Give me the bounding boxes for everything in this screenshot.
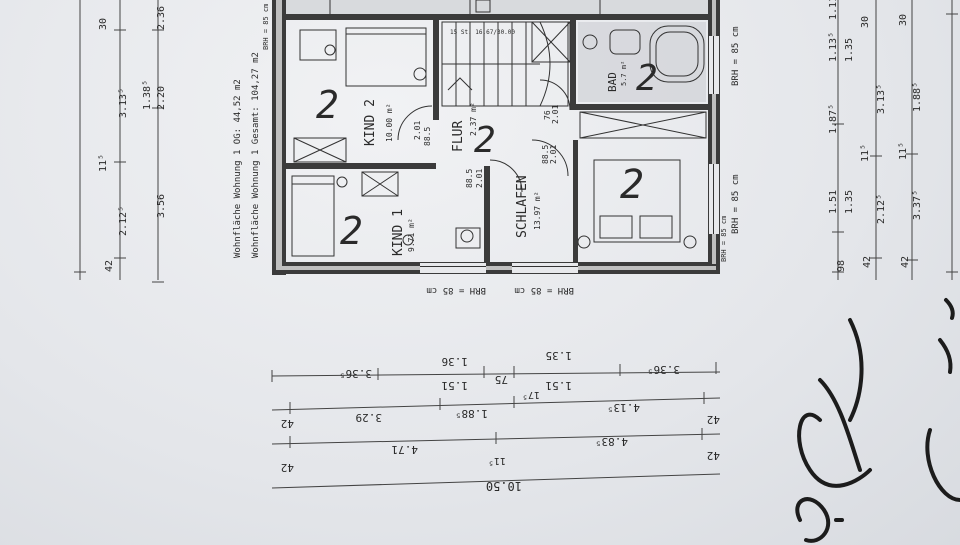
kind1-area: 9.71 m²	[407, 218, 416, 252]
svg-text:1.38⁵: 1.38⁵	[142, 80, 153, 110]
svg-text:BRH = 85 cm: BRH = 85 cm	[731, 174, 741, 234]
left-dims: 42 2.12⁵ 11⁵ 3.13⁵ 30 3.56 1.38⁵ 2.20 2.…	[74, 0, 167, 283]
svg-text:BRH = 85 cm: BRH = 85 cm	[262, 4, 270, 50]
bad-name: BAD	[606, 72, 619, 92]
svg-text:88.5: 88.5	[541, 145, 550, 164]
svg-text:3.13⁵: 3.13⁵	[118, 88, 129, 118]
svg-text:42: 42	[281, 417, 294, 430]
svg-text:1.35: 1.35	[546, 349, 573, 362]
inner-walls	[286, 0, 708, 262]
svg-text:4.71: 4.71	[392, 443, 419, 456]
kind2-furniture	[293, 27, 427, 163]
svg-text:42: 42	[862, 256, 873, 268]
svg-text:2.20: 2.20	[156, 86, 167, 110]
kind2-name: KIND 2	[363, 99, 378, 146]
svg-text:30: 30	[860, 16, 871, 28]
svg-text:4.13⁵: 4.13⁵	[607, 401, 640, 414]
brh-labels: BRH = 85 cm BRH = 85 cm BRH = 85 cm BRH …	[262, 4, 741, 295]
svg-text:BRH = 85 cm: BRH = 85 cm	[426, 285, 486, 295]
svg-text:11⁵: 11⁵	[860, 144, 871, 162]
schlafen-area: 13.97 m²	[533, 191, 542, 230]
summary-line2: Wohnfläche Wohnung 1 Gesamt: 104,27 m2	[251, 52, 261, 258]
svg-text:1.51: 1.51	[828, 190, 839, 214]
svg-text:42: 42	[281, 461, 294, 474]
svg-text:BRH = 85 cm: BRH = 85 cm	[731, 26, 741, 86]
svg-text:2.12⁵: 2.12⁵	[876, 194, 887, 224]
svg-text:4.83⁵: 4.83⁵	[595, 435, 628, 448]
room-labels: KIND 2 10.00 m² KIND 1 9.71 m² FLUR 2.37…	[363, 61, 628, 256]
svg-text:3.37⁵: 3.37⁵	[912, 190, 923, 220]
bad-persons: 2	[636, 58, 658, 99]
svg-text:1.51: 1.51	[442, 379, 469, 392]
svg-text:1.36: 1.36	[442, 355, 469, 368]
svg-text:1.35: 1.35	[844, 38, 855, 62]
svg-text:42: 42	[707, 413, 720, 426]
svg-text:42: 42	[900, 256, 911, 268]
svg-text:17⁵: 17⁵	[522, 389, 540, 400]
flur-name: FLUR	[451, 121, 466, 152]
svg-text:2.01: 2.01	[413, 121, 422, 140]
summary-line1: Wohnfläche Wohnung 1 OG: 44,52 m2	[233, 79, 243, 258]
flur-area: 2.37 m²	[469, 102, 478, 136]
svg-text:1.13⁵: 1.13⁵	[828, 32, 839, 62]
handwritten-signature	[795, 298, 960, 543]
stairs	[441, 21, 569, 107]
svg-text:30: 30	[98, 18, 109, 30]
svg-text:2.01: 2.01	[549, 145, 558, 164]
svg-text:11⁵: 11⁵	[898, 142, 909, 160]
svg-text:1.35: 1.35	[844, 190, 855, 214]
kind1-name: KIND 1	[391, 209, 406, 256]
stairs-label: 15 St. 16.67/30.00	[450, 29, 515, 36]
svg-text:42: 42	[707, 449, 720, 462]
handwritten-marks: 2 2 2 2 2	[316, 58, 658, 253]
kind1-persons: 2	[340, 209, 363, 253]
svg-text:3.56: 3.56	[156, 194, 167, 218]
svg-text:3.36⁵: 3.36⁵	[339, 367, 372, 380]
svg-text:2.01: 2.01	[551, 105, 560, 124]
svg-text:42: 42	[104, 260, 115, 272]
right-dims: 98 1.51 1.87⁵ 1.13⁵ 1.11 1.35 1.35 42 2.…	[828, 0, 958, 280]
bottom-dims: 3.36⁵ 1.35 1.51 75 1.51 1.36 3.36⁵ 42 4.…	[271, 349, 721, 493]
svg-text:3.29: 3.29	[356, 411, 383, 424]
svg-text:2.36: 2.36	[156, 6, 167, 30]
svg-text:2.12⁵: 2.12⁵	[118, 206, 129, 236]
svg-text:11⁵: 11⁵	[98, 154, 109, 172]
svg-text:1.88⁵: 1.88⁵	[455, 407, 488, 420]
bad-area: 5.7 m²	[620, 61, 628, 86]
schlafen-furniture	[577, 111, 707, 249]
svg-text:3.13⁵: 3.13⁵	[876, 84, 887, 114]
kind2-persons: 2	[316, 83, 339, 127]
doors	[397, 79, 571, 193]
svg-text:98: 98	[836, 260, 847, 272]
svg-text:2.01: 2.01	[475, 169, 484, 188]
svg-text:10.50: 10.50	[486, 479, 522, 493]
svg-text:BRH = 85 cm: BRH = 85 cm	[514, 285, 574, 295]
svg-text:1.87⁵: 1.87⁵	[828, 104, 839, 134]
svg-text:3.36⁵: 3.36⁵	[647, 363, 680, 376]
schlafen-name: SCHLAFEN	[515, 175, 530, 238]
schlafen-persons: 2	[620, 162, 644, 208]
svg-text:1.88⁵: 1.88⁵	[912, 82, 923, 112]
svg-text:75: 75	[495, 373, 508, 386]
outer-walls	[272, 0, 720, 275]
svg-text:30: 30	[898, 14, 909, 26]
svg-text:88.5: 88.5	[423, 127, 432, 146]
svg-text:BRH = 85 cm: BRH = 85 cm	[720, 216, 728, 262]
area-summary: Wohnfläche Wohnung 1 OG: 44,52 m2 Wohnfl…	[233, 52, 261, 258]
door-dims: 88.5 2.01 88.5 2.01 88.5 2.01 76 2.01 15…	[413, 29, 560, 188]
flur-persons: 2	[474, 120, 496, 161]
svg-text:76: 76	[543, 110, 552, 120]
bathroom	[531, 21, 706, 102]
svg-text:11⁵: 11⁵	[488, 455, 506, 466]
svg-text:1.11: 1.11	[828, 0, 839, 20]
kind1-furniture	[291, 171, 481, 257]
kind2-area: 10.00 m²	[385, 103, 394, 142]
svg-text:88.5: 88.5	[465, 169, 474, 188]
svg-text:1.51: 1.51	[546, 379, 573, 392]
